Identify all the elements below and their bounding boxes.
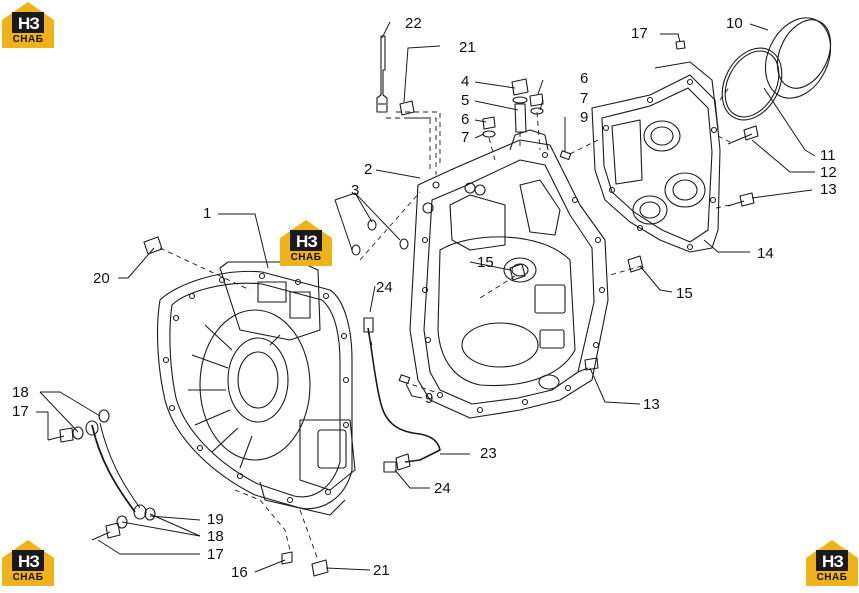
callout-15-case: 15: [477, 254, 494, 271]
brand-badge-bottom-right: НЗ СНАБ: [806, 540, 858, 586]
brand-badge-mark: НЗ: [18, 14, 40, 33]
callout-10: 10: [726, 15, 743, 32]
brand-badge-bottom-left: НЗ СНАБ: [2, 540, 54, 586]
callout-3: 3: [351, 182, 360, 199]
brand-badge-word: СНАБ: [816, 572, 848, 583]
callout-21-bottom: 21: [373, 562, 390, 579]
callout-17-bottom: 17: [207, 546, 224, 563]
rear-cover: [591, 61, 721, 253]
callout-13-right: 13: [820, 181, 837, 198]
callout-18-left: 18: [12, 384, 29, 401]
callout-16: 16: [231, 564, 248, 581]
callout-24-top: 24: [376, 279, 393, 296]
callout-2: 2: [364, 161, 373, 178]
front-housing: [156, 261, 356, 516]
callout-1: 1: [203, 205, 212, 222]
callout-7-top: 7: [580, 90, 589, 107]
brand-badge-top-left: НЗ СНАБ: [2, 2, 54, 48]
callout-5: 5: [461, 92, 470, 109]
callout-17-top: 17: [631, 25, 648, 42]
cover-cap: [764, 17, 832, 99]
callout-21-top: 21: [459, 39, 476, 56]
callout-19: 19: [207, 511, 224, 528]
callout-11: 11: [820, 147, 836, 164]
callout-24-bottom: 24: [434, 480, 451, 497]
callout-22: 22: [405, 15, 422, 32]
callout-14: 14: [757, 245, 774, 262]
callout-12: 12: [820, 164, 837, 181]
callout-20: 20: [93, 270, 110, 287]
callout-9-bottom: 9: [425, 390, 434, 407]
brand-badge-mark: НЗ: [18, 552, 40, 571]
callout-9-top: 9: [580, 109, 589, 126]
o-ring: [721, 47, 783, 121]
callout-15-right: 15: [676, 285, 693, 302]
callout-13-bottom: 13: [643, 396, 660, 413]
brand-badge-word: СНАБ: [12, 34, 44, 45]
leader-lines: [36, 21, 816, 573]
brand-badge-mark: НЗ: [296, 232, 318, 251]
callout-6-left: 6: [461, 111, 470, 128]
brand-badge-mark: НЗ: [822, 552, 844, 571]
brand-badge-word: СНАБ: [290, 252, 322, 263]
callout-17-left: 17: [12, 403, 29, 420]
main-case: [409, 129, 609, 419]
callout-6-top: 6: [580, 70, 589, 87]
callout-7-left: 7: [461, 129, 470, 146]
brand-badge-center: НЗ СНАБ: [280, 220, 332, 266]
alignment-lines: [159, 85, 731, 561]
callout-23: 23: [480, 445, 497, 462]
small-parts: [47, 35, 759, 577]
callout-18-bottom: 18: [207, 528, 224, 545]
brand-badge-word: СНАБ: [12, 572, 44, 583]
callout-4: 4: [461, 73, 470, 90]
